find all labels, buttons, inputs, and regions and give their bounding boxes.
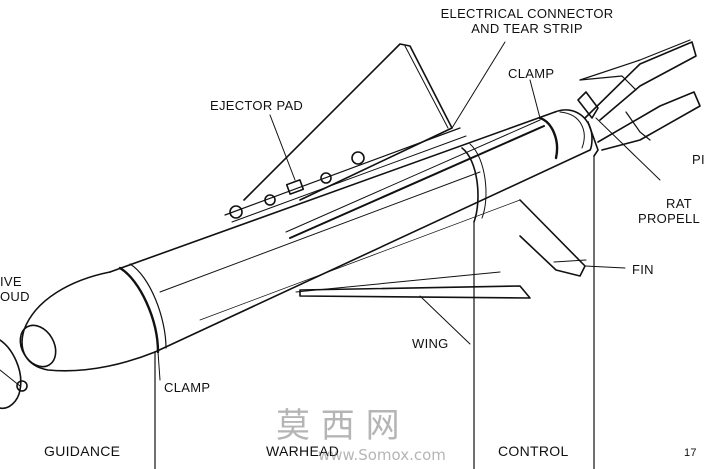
clamp-top-ring [538,116,559,160]
leader-ejector [269,114,296,181]
shroud-line1: IVE [0,274,22,289]
leader-clamp-bottom [157,351,161,381]
lower-fin [597,91,701,151]
electrical-connector-label: ELECTRICAL CONNECTOR AND TEAR STRIP [418,6,636,36]
clamp-bottom-label: CLAMP [164,380,211,395]
shroud-line2: OUD [0,289,30,304]
tail-cap [554,109,593,151]
lower-wing [299,285,531,299]
electrical-connector-line1: ELECTRICAL CONNECTOR [440,6,614,21]
upper-fin [584,41,697,121]
section-guidance: GUIDANCE [44,443,121,459]
leader-rat [595,117,661,181]
leader-wing [419,295,471,345]
leader-clamp-top [529,79,541,119]
page-number: 17 [684,447,697,459]
wing-label: WING [412,336,449,351]
nose-cone [21,271,156,372]
ejector-pad-label: EJECTOR PAD [210,98,304,113]
leader-fin [584,265,626,269]
clamp-top-label: CLAMP [508,66,555,81]
seeker-window [19,324,57,368]
upper-wing [243,43,453,201]
rat-line2: PROPELL [638,211,701,226]
tear-strip [224,127,461,216]
rat-line1: RAT [666,196,692,211]
watermark-chinese: 莫 西 网 [276,406,400,446]
shroud-label: IVE OUD [0,274,30,304]
pi-partial-label: PI [692,152,704,167]
shroud-fragment [0,339,22,410]
watermark-url: www.Somox.com [318,446,446,464]
leader-electrical [451,41,506,129]
body-bottom [154,149,591,353]
section-warhead: WARHEAD [266,443,340,459]
rat-label: RAT PROPELL [638,196,700,226]
body-top [109,111,556,273]
fin-label: FIN [632,262,654,277]
lower-rear-fin [519,199,586,277]
rat-propeller [577,91,599,119]
section-control: CONTROL [498,443,569,459]
electrical-connector-line2: AND TEAR STRIP [471,21,583,36]
clamp-lower-ring [118,266,160,354]
ejector-bolts [229,151,365,219]
